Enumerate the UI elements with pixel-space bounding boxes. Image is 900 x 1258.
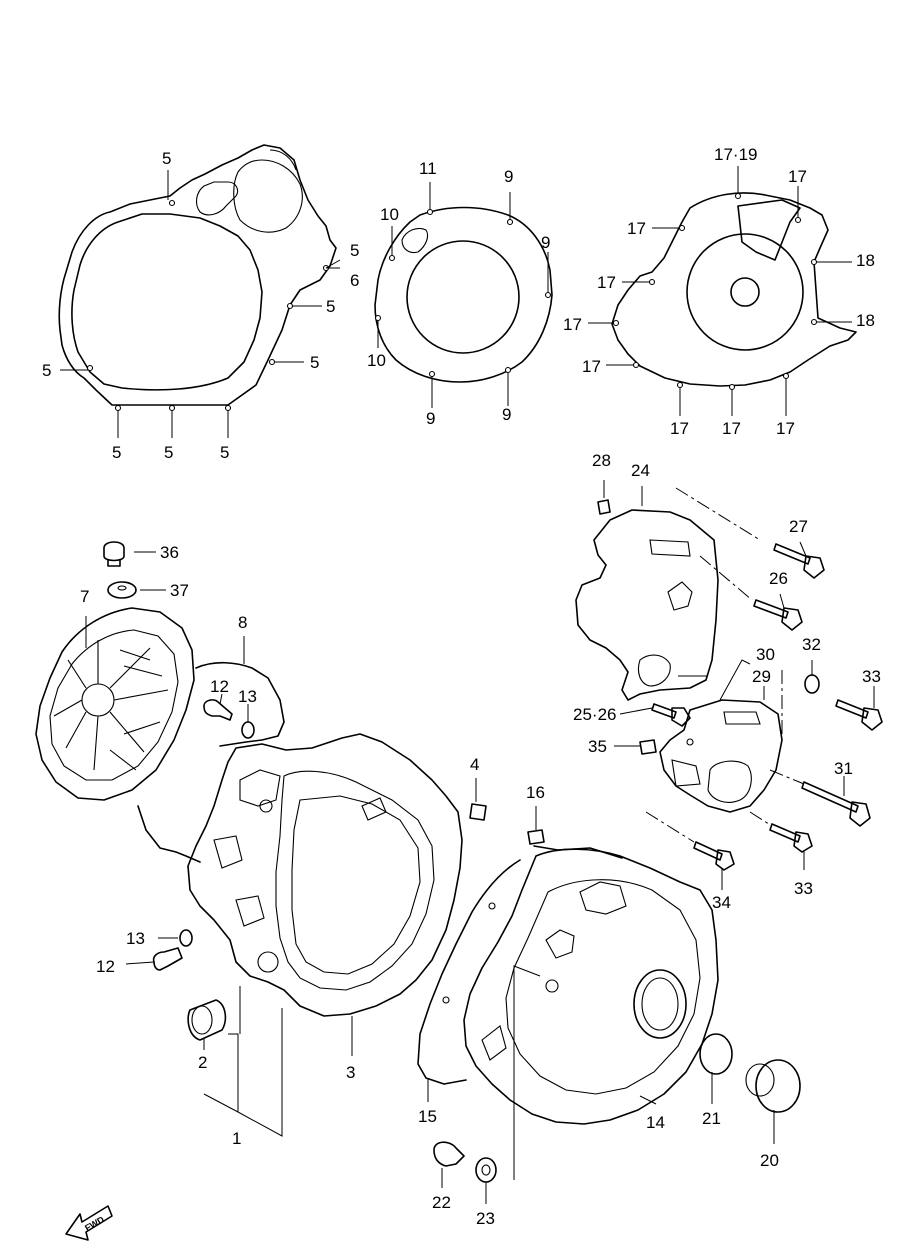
callout-6: 6 [350, 271, 359, 290]
callout-17: 17 [776, 419, 795, 438]
callout-5: 5 [112, 443, 121, 462]
callout-32: 32 [802, 635, 821, 654]
callout-36: 36 [160, 543, 179, 562]
callout-20: 20 [760, 1151, 779, 1170]
callout-31: 31 [834, 759, 853, 778]
callout-9: 9 [504, 167, 513, 186]
callout-9: 9 [502, 405, 511, 424]
callout-2: 2 [198, 1053, 207, 1072]
callout-17: 17 [563, 315, 582, 334]
callout-21: 21 [702, 1109, 721, 1128]
callout-27: 27 [789, 517, 808, 536]
crankcase-cover [187, 733, 463, 1017]
callout-13: 13 [126, 929, 145, 948]
callout-11: 11 [419, 159, 437, 178]
plug-22 [433, 1141, 465, 1167]
clutch-outer-cover [35, 607, 195, 801]
washer-13-upper [241, 721, 255, 739]
bushing-2 [187, 999, 227, 1041]
callout-29: 29 [752, 667, 771, 686]
callout-labels: 5 5 6 5 5 5 5 5 5 11 9 10 9 10 9 9 17·19… [42, 145, 881, 1228]
callout-12: 12 [96, 957, 115, 976]
callout-5: 5 [326, 297, 335, 316]
callout-9: 9 [541, 233, 550, 252]
callout-1: 1 [232, 1129, 241, 1148]
callout-28: 28 [592, 451, 611, 470]
bolt-12-lower [152, 947, 183, 971]
callout-33: 33 [794, 879, 813, 898]
callout-17: 17 [627, 219, 646, 238]
callout-5: 5 [162, 149, 171, 168]
callout-5: 5 [350, 241, 359, 260]
clutch-inner-cover-gasket [374, 206, 553, 383]
callout-37: 37 [170, 581, 189, 600]
callout-5: 5 [310, 353, 319, 372]
callout-17: 17 [582, 357, 601, 376]
callout-16: 16 [526, 783, 545, 802]
callout-5: 5 [164, 443, 173, 462]
callout-10: 10 [367, 351, 386, 370]
forward-arrow-icon: FWD [65, 1205, 113, 1241]
callout-18: 18 [856, 251, 875, 270]
o-ring-21 [699, 1033, 733, 1075]
o-ring-13-lower [179, 929, 193, 947]
generator-cover-gasket-lower [417, 845, 623, 1085]
callout-17: 17 [670, 419, 689, 438]
callout-5: 5 [42, 361, 51, 380]
callout-25-26: 25·26 [573, 705, 616, 724]
bolt-33-upper [835, 699, 883, 731]
bolt-25-26 [651, 703, 691, 727]
clutch-release-cylinder [659, 699, 783, 813]
bolt-31 [801, 781, 871, 827]
callout-26: 26 [769, 569, 788, 588]
fwd-label: FWD [83, 1214, 106, 1233]
generator-cover [463, 848, 719, 1125]
callout-22: 22 [432, 1193, 451, 1212]
dowel-4 [469, 803, 487, 821]
callout-17-19: 17·19 [714, 145, 757, 164]
callout-30: 30 [756, 645, 775, 664]
leader-lines [60, 166, 875, 1204]
callout-5: 5 [220, 443, 229, 462]
washer-23 [475, 1157, 497, 1183]
callout-9: 9 [426, 409, 435, 428]
washer-37 [107, 581, 137, 599]
callout-13: 13 [238, 687, 257, 706]
callout-15: 15 [418, 1107, 437, 1126]
clutch-cover-gasket [58, 144, 337, 406]
callout-17: 17 [788, 167, 807, 186]
plug-20 [745, 1059, 801, 1113]
callout-10: 10 [380, 205, 399, 224]
callout-3: 3 [346, 1063, 355, 1082]
callout-4: 4 [470, 755, 479, 774]
pin-28 [597, 499, 611, 515]
callout-23: 23 [476, 1209, 495, 1228]
dowel-16 [527, 829, 545, 845]
callout-34: 34 [712, 893, 731, 912]
callout-17: 17 [597, 273, 616, 292]
callout-33: 33 [862, 667, 881, 686]
bolt-27 [773, 543, 825, 579]
clutch-cover-gasket-lower [137, 661, 285, 863]
dowel-35 [639, 739, 657, 755]
callout-35: 35 [588, 737, 607, 756]
bolt-12-upper [203, 699, 233, 721]
callout-12: 12 [210, 677, 229, 696]
bolt-36 [103, 541, 125, 567]
callout-24: 24 [631, 461, 650, 480]
callout-7: 7 [80, 587, 89, 606]
sprocket-cover [575, 509, 719, 701]
washer-32 [804, 674, 820, 694]
bolt-26 [753, 599, 803, 631]
callout-14: 14 [646, 1113, 665, 1132]
callout-18: 18 [856, 311, 875, 330]
generator-cover-gasket [611, 192, 857, 391]
bolt-34 [693, 841, 735, 871]
callout-8: 8 [238, 613, 247, 632]
bolt-33-lower [769, 823, 813, 853]
callout-17: 17 [722, 419, 741, 438]
